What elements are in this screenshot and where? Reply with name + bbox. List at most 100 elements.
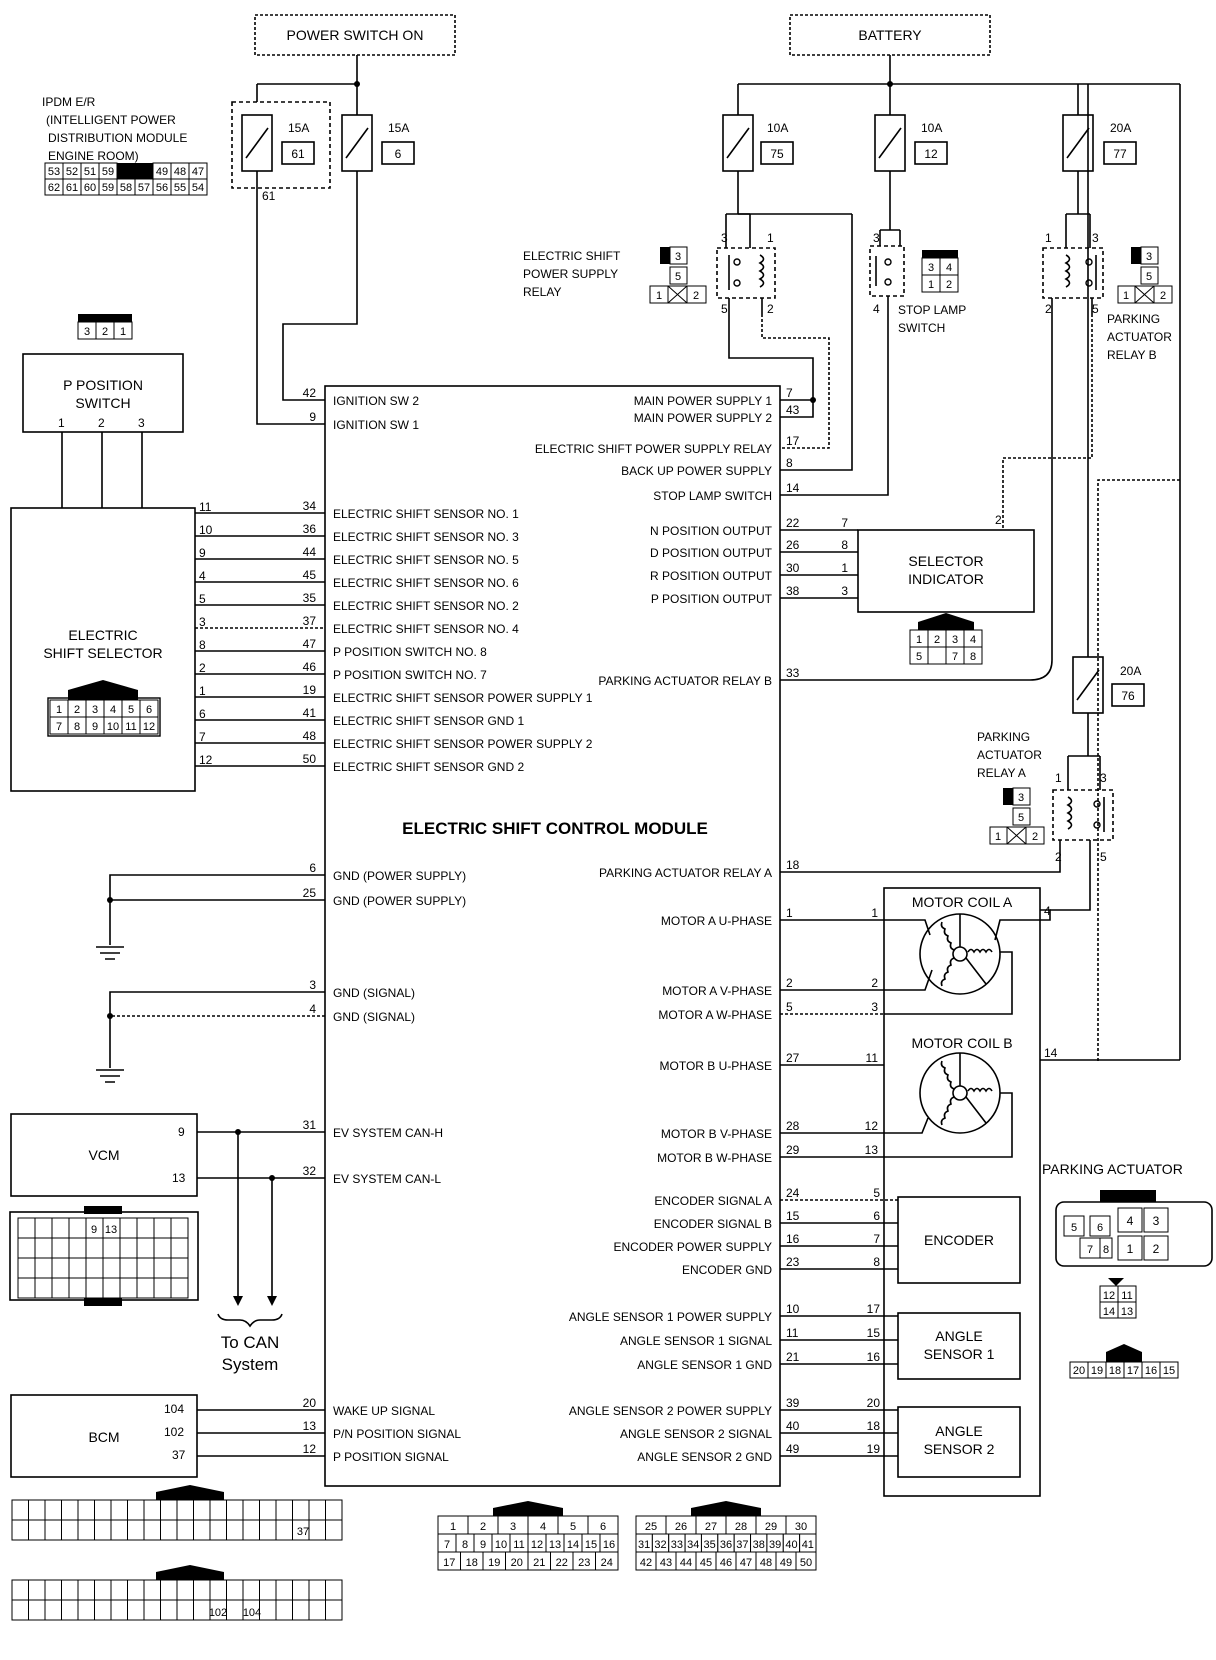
pa-row-pin: 16: [1145, 1365, 1157, 1377]
mod-conn-pin: 18: [466, 1557, 478, 1569]
mod-conn-pin: 6: [600, 1521, 606, 1533]
mod-conn-pin: 29: [765, 1521, 777, 1533]
pa-pin: 5: [1071, 1222, 1077, 1234]
svg-text:2: 2: [767, 302, 774, 316]
module-left-label: ELECTRIC SHIFT SENSOR POWER SUPPLY 2: [333, 737, 593, 751]
svg-text:3: 3: [873, 231, 880, 245]
fuse-76: 20A 76: [1072, 656, 1145, 714]
selector-pin: 7: [56, 721, 62, 733]
module-left-pin: 41: [303, 706, 317, 720]
module-left-label: GND (POWER SUPPLY): [333, 869, 466, 883]
angle2-label: ANGLE: [935, 1423, 982, 1439]
sel-ind-pin: 2: [934, 634, 940, 646]
fuse-75: 10A 75: [722, 114, 794, 172]
vcm-label: VCM: [88, 1147, 119, 1163]
module-left-label: P POSITION SIGNAL: [333, 1450, 449, 1464]
wire-relay-b: [780, 314, 1053, 681]
mod-conn-pin: 44: [680, 1557, 692, 1569]
selector-pin: 8: [74, 721, 80, 733]
module-left-pin: 25: [303, 886, 317, 900]
mod-conn-pin: 26: [675, 1521, 687, 1533]
ipdm-label: ENGINE ROOM): [48, 149, 139, 163]
module-right-label: P POSITION OUTPUT: [651, 592, 773, 606]
module-left-label: ELECTRIC SHIFT SENSOR NO. 5: [333, 553, 519, 567]
module-right-pin: 24: [786, 1186, 800, 1200]
mod-conn-pin: 14: [567, 1539, 579, 1551]
power-switch-on-label: POWER SWITCH ON: [287, 27, 424, 43]
selector-pin: 3: [199, 615, 206, 629]
selector-pin: 1: [199, 684, 206, 698]
svg-text:3: 3: [1018, 792, 1024, 804]
svg-text:3: 3: [675, 251, 681, 263]
p-switch-wires: [61, 432, 143, 508]
svg-text:5: 5: [1100, 850, 1107, 864]
ipdm-pin: 62: [48, 182, 60, 194]
module-right-label: MOTOR B W-PHASE: [657, 1151, 772, 1165]
junction-dot: [887, 81, 893, 87]
svg-text:1: 1: [1055, 771, 1062, 785]
selector-pin: 12: [199, 753, 213, 767]
module-right-pin: 23: [786, 1255, 800, 1269]
sel-indicator-pin: 3: [841, 584, 848, 598]
module-right-pin: 30: [786, 561, 800, 575]
junction-dot: [810, 397, 816, 403]
ipdm-pin: 61: [66, 182, 78, 194]
motor-coil-b-label: MOTOR COIL B: [911, 1035, 1012, 1051]
selector-pin: 11: [125, 721, 136, 733]
mod-conn-pin: 20: [511, 1557, 523, 1569]
module-left-pin: 19: [303, 683, 317, 697]
svg-text:5: 5: [675, 271, 681, 283]
selector-pin: 11: [199, 500, 212, 514]
module-right-pin: 29: [786, 1143, 800, 1157]
parking-b-label: PARKING: [1107, 312, 1160, 326]
module-left-label: EV SYSTEM CAN-L: [333, 1172, 441, 1186]
svg-text:2: 2: [693, 290, 699, 302]
ipdm-pin: 53: [48, 166, 60, 178]
svg-text:6: 6: [395, 147, 402, 161]
wire-ignition-sw2: [282, 171, 358, 401]
selector-pin: 1: [56, 704, 62, 716]
pa-pin: 4: [1127, 1214, 1134, 1228]
angle2-pin: 19: [867, 1442, 881, 1456]
vcm-conn-pin: 9: [91, 1224, 97, 1236]
module-right-pin: 16: [786, 1232, 800, 1246]
wire-relay-a-5: [1050, 840, 1091, 911]
esps-relay-label: RELAY: [523, 285, 561, 299]
p-switch-label: P POSITION: [63, 377, 143, 393]
module-right-pin: 18: [786, 858, 800, 872]
can-label: System: [222, 1355, 279, 1374]
module-right-pin: 27: [786, 1051, 800, 1065]
module-left-label: IGNITION SW 1: [333, 418, 419, 432]
module-right-pin: 26: [786, 538, 800, 552]
svg-text:3: 3: [1092, 231, 1099, 245]
svg-text:5: 5: [721, 302, 728, 316]
selector-indicator: [857, 529, 1035, 613]
module-left-label: P POSITION SWITCH NO. 8: [333, 645, 487, 659]
module-left-pin: 46: [303, 660, 317, 674]
module-right-pin: 7: [786, 386, 793, 400]
svg-text:1: 1: [928, 279, 934, 291]
module-right-label: ENCODER POWER SUPPLY: [614, 1240, 772, 1254]
svg-text:2: 2: [102, 326, 108, 338]
mod-conn-pin: 49: [780, 1557, 792, 1569]
module-left-pin: 31: [303, 1118, 317, 1132]
mod-conn-pin: 9: [480, 1539, 486, 1551]
mod-conn-pin: 21: [533, 1557, 545, 1569]
ipdm-pin: 47: [192, 166, 204, 178]
pa-pin: 3: [1153, 1214, 1160, 1228]
mod-conn-pin: 32: [654, 1539, 666, 1551]
module-left-pin: 3: [309, 978, 316, 992]
svg-text:2: 2: [946, 279, 952, 291]
sel-ind-pin: 4: [970, 634, 976, 646]
ipdm-key: [117, 163, 153, 179]
module-left-label: ELECTRIC SHIFT SENSOR NO. 1: [333, 507, 519, 521]
vcm: [10, 1113, 198, 1197]
module-right-label: ENCODER SIGNAL B: [654, 1217, 772, 1231]
svg-text:20A: 20A: [1120, 664, 1141, 678]
mod-conn-pin: 12: [531, 1539, 543, 1551]
sel-ind-pin: 7: [952, 651, 958, 663]
stop-lamp-label: SWITCH: [898, 321, 945, 335]
